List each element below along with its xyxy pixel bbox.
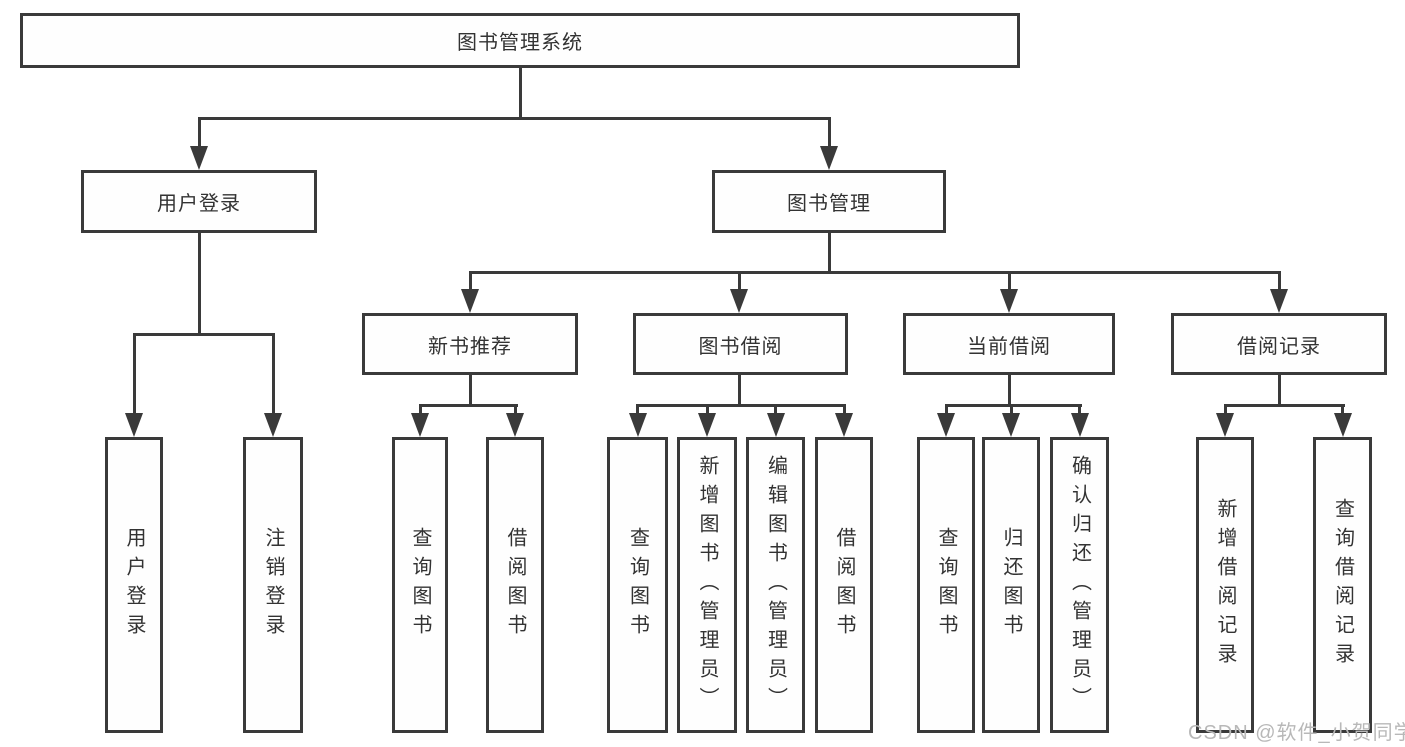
connector-segment [1223,404,1345,407]
leaf-confirm-return-admin: 确认归还（管理员） [1050,437,1109,733]
leaf-label: 新增借阅记录 [1214,498,1236,672]
connector-segment [827,233,831,274]
connector-segment [197,117,831,120]
leaf-label: 用户登录 [123,527,145,643]
connector-segment [513,404,517,416]
arrowhead-down [411,413,429,437]
node-label: 用户登录 [157,193,241,215]
leaf-label: 查询图书 [409,527,431,643]
leaf-return-books: 归还图书 [982,437,1040,733]
leaf-borrow-books-recommend: 借阅图书 [486,437,544,733]
connector-segment [774,404,777,416]
arrowhead-down [1000,289,1018,313]
node-book-borrow: 图书借阅 [633,313,848,375]
leaf-query-books-borrow: 查询图书 [607,437,668,733]
arrowhead-down [835,413,853,437]
arrowhead-down [125,413,143,437]
connector-segment [1277,375,1281,406]
leaf-label: 借阅图书 [833,527,855,643]
connector-segment [827,117,831,148]
connector-segment [737,375,741,406]
leaf-label: 查询图书 [626,527,649,643]
connector-segment [1078,404,1081,416]
leaf-query-books-current: 查询图书 [917,437,975,733]
leaf-user-login: 用户登录 [105,437,163,733]
connector-segment [271,333,275,415]
arrowhead-down [1216,413,1234,437]
node-root: 图书管理系统 [20,13,1020,68]
connector-segment [842,404,846,416]
node-label: 当前借阅 [967,335,1051,358]
leaf-borrow-books-borrow: 借阅图书 [815,437,873,733]
leaf-query-borrow-record: 查询借阅记录 [1313,437,1372,733]
leaf-add-book-admin: 新增图书（管理员） [677,437,737,733]
connector-segment [468,375,472,406]
connector-segment [132,333,136,415]
arrowhead-down [1002,413,1020,437]
connector-segment [418,404,422,416]
leaf-add-borrow-record: 新增借阅记录 [1196,437,1254,733]
arrowhead-down [190,146,208,170]
connector-segment [518,68,522,120]
leaf-label: 新增图书（管理员） [696,454,718,716]
arrowhead-down [628,413,647,437]
arrowhead-down [1070,413,1089,437]
connector-segment [1007,375,1011,406]
connector-segment [705,404,709,416]
node-label: 借阅记录 [1237,335,1321,358]
connector-segment [468,271,472,291]
node-label: 图书借阅 [698,335,783,358]
connector-segment [1009,404,1013,416]
connector-segment [737,271,741,291]
arrowhead-down [506,413,524,437]
node-current-borrow: 当前借阅 [903,313,1115,375]
connector-segment [1341,404,1344,416]
leaf-label: 查询图书 [935,527,957,643]
connector-segment [944,404,1082,407]
leaf-label: 编辑图书（管理员） [764,454,787,716]
node-borrow-records: 借阅记录 [1171,313,1387,375]
connector-segment [197,233,201,335]
arrowhead-down [730,289,748,313]
connector-segment [197,117,201,148]
connector-segment [636,404,639,416]
connector-segment [1223,404,1227,416]
leaf-edit-book-admin: 编辑图书（管理员） [746,437,805,733]
connector-segment [1277,271,1281,291]
leaf-logout: 注销登录 [243,437,303,733]
connector-segment [1007,271,1011,291]
node-book-management: 图书管理 [712,170,946,233]
csdn-watermark: CSDN @软件_小贺同学 [1188,722,1405,744]
node-label: 图书管理 [787,193,871,215]
node-label: 新书推荐 [428,335,512,358]
arrowhead-down [264,413,282,437]
arrowhead-down [1333,413,1352,437]
connector-segment [468,271,1281,274]
leaf-label: 借阅图书 [504,527,526,643]
connector-segment [636,404,846,407]
node-new-book-recommend: 新书推荐 [362,313,578,375]
arrowhead-down [1270,289,1288,313]
leaf-label: 注销登录 [262,527,284,643]
arrowhead-down [937,413,955,437]
arrowhead-down [820,146,838,170]
node-root-label: 图书管理系统 [457,32,583,54]
connector-segment [418,404,518,407]
arrowhead-down [698,413,716,437]
connector-segment [132,333,275,336]
connector-segment [944,404,948,416]
leaf-label: 确认归还（管理员） [1068,454,1091,716]
leaf-label: 归还图书 [1000,527,1022,643]
arrowhead-down [766,413,785,437]
leaf-query-books-recommend: 查询图书 [392,437,448,733]
arrowhead-down [461,289,479,313]
node-user-login: 用户登录 [81,170,317,233]
leaf-label: 查询借阅记录 [1331,498,1354,672]
